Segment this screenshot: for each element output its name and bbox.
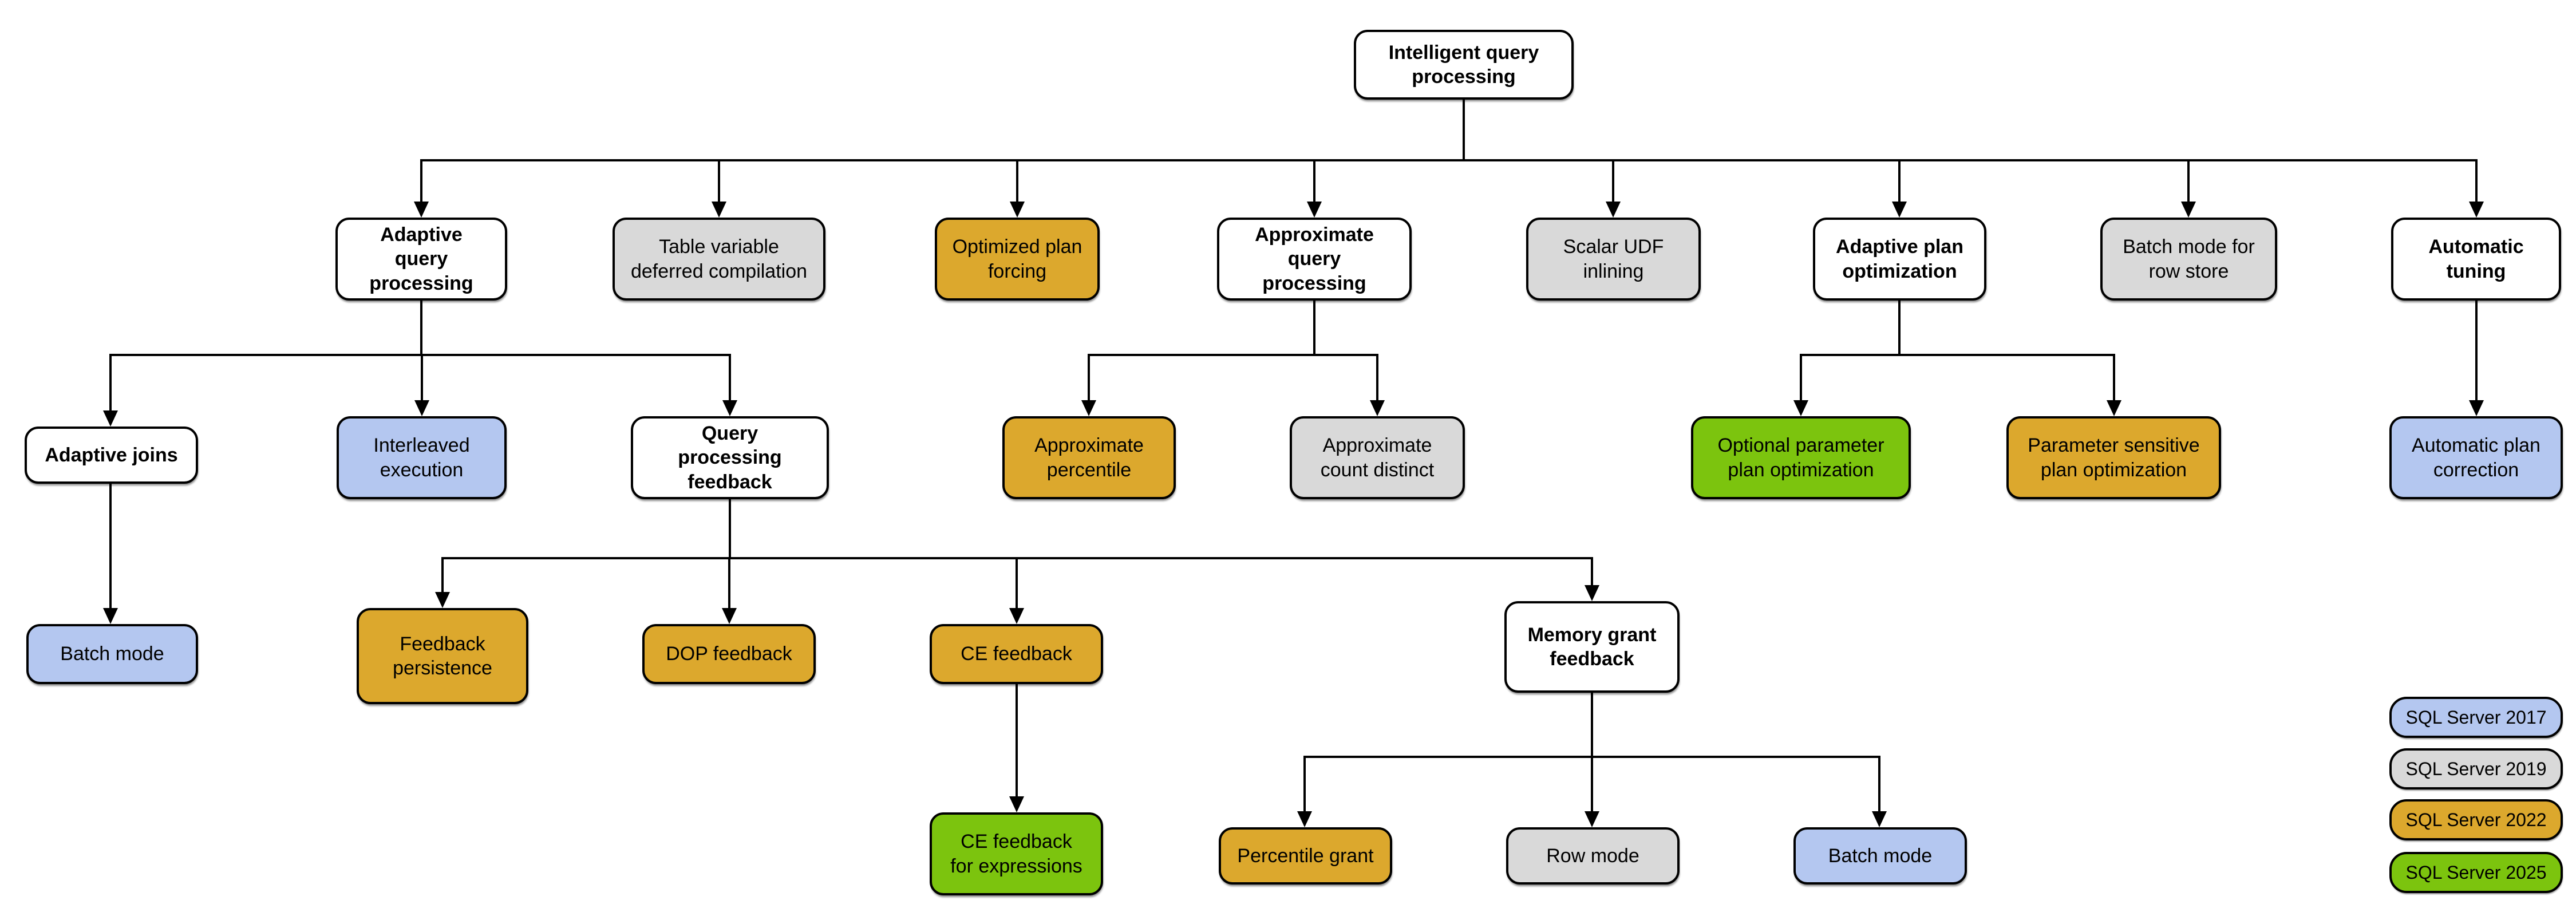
connector-bus-approx <box>1088 354 1378 356</box>
arrow-down-icon <box>1892 202 1907 218</box>
connector-drop <box>1303 757 1306 815</box>
connector-root-stem <box>1463 100 1465 160</box>
node-adaptive-query-processing: Adaptive query processing <box>335 218 507 301</box>
node-optimized-plan-forcing: Optimized plan forcing <box>935 218 1100 301</box>
arrow-down-icon <box>1585 811 1599 827</box>
arrow-down-icon <box>712 202 726 218</box>
connector-drop <box>441 558 444 595</box>
connector-drop <box>109 484 112 611</box>
arrow-down-icon <box>1606 202 1621 218</box>
legend-item-sql-server-2017: SQL Server 2017 <box>2389 697 2563 738</box>
connector-drop <box>718 160 720 205</box>
legend-item-sql-server-2022: SQL Server 2022 <box>2389 799 2563 840</box>
arrow-down-icon <box>1081 400 1096 416</box>
connector-drop <box>1878 757 1880 815</box>
arrow-down-icon <box>103 410 118 427</box>
arrow-down-icon <box>722 608 737 624</box>
node-batch-mode-memory-grant: Batch mode <box>1793 827 1967 885</box>
node-adaptive-plan-optimization: Adaptive plan optimization <box>1813 218 1986 301</box>
connector-bus-aqp <box>109 354 731 356</box>
connector-drop <box>1591 558 1593 589</box>
arrow-down-icon <box>435 592 450 608</box>
arrow-down-icon <box>103 608 118 624</box>
node-ce-feedback-for-expressions: CE feedback for expressions <box>930 812 1103 895</box>
connector-drop <box>421 355 423 404</box>
node-scalar-udf-inlining: Scalar UDF inlining <box>1526 218 1701 301</box>
node-memory-grant-feedback: Memory grant feedback <box>1504 601 1680 693</box>
arrow-down-icon <box>1585 585 1599 601</box>
arrow-down-icon <box>1307 202 1322 218</box>
connector-drop <box>2113 355 2115 404</box>
node-query-processing-feedback: Query processing feedback <box>631 416 829 499</box>
arrow-down-icon <box>1793 400 1808 416</box>
node-automatic-plan-correction: Automatic plan correction <box>2389 416 2563 499</box>
connector-bus-level2 <box>420 159 2478 161</box>
connector-drop <box>1612 160 1614 205</box>
connector-drop <box>1898 160 1901 205</box>
connector-stem <box>1898 301 1901 355</box>
node-batch-mode-for-row-store: Batch mode for row store <box>2100 218 2277 301</box>
node-feedback-persistence: Feedback persistence <box>357 608 528 704</box>
connector-drop <box>2187 160 2190 205</box>
arrow-down-icon <box>1009 796 1024 812</box>
connector-drop <box>1376 355 1378 404</box>
connector-drop <box>728 558 730 611</box>
node-parameter-sensitive-plan-optimization: Parameter sensitive plan optimization <box>2006 416 2221 499</box>
arrow-down-icon <box>1297 811 1312 827</box>
arrow-down-icon <box>414 202 429 218</box>
connector-drop <box>729 355 731 404</box>
connector-drop <box>1016 684 1018 800</box>
legend-item-sql-server-2019: SQL Server 2019 <box>2389 748 2563 789</box>
arrow-down-icon <box>414 400 429 416</box>
connector-stem <box>1591 693 1593 757</box>
connector-drop <box>1016 558 1018 611</box>
arrow-down-icon <box>1872 811 1887 827</box>
arrow-down-icon <box>2469 202 2484 218</box>
arrow-down-icon <box>2181 202 2196 218</box>
connector-stem <box>420 301 422 355</box>
node-table-variable-deferred-compilation: Table variable deferred compilation <box>613 218 825 301</box>
arrow-down-icon <box>2469 400 2484 416</box>
arrow-down-icon <box>1370 400 1385 416</box>
node-row-mode: Row mode <box>1506 827 1680 885</box>
node-optional-parameter-plan-optimization: Optional parameter plan optimization <box>1691 416 1911 499</box>
arrow-down-icon <box>2107 400 2121 416</box>
node-batch-mode-adaptive-joins: Batch mode <box>26 624 198 684</box>
node-adaptive-joins: Adaptive joins <box>25 427 198 484</box>
connector-drop <box>1313 160 1315 205</box>
connector-drop <box>420 160 422 205</box>
node-interleaved-execution: Interleaved execution <box>337 416 507 499</box>
connector-drop <box>2475 160 2478 205</box>
connector-drop <box>1016 160 1018 205</box>
node-percentile-grant: Percentile grant <box>1219 827 1392 885</box>
arrow-down-icon <box>1010 202 1025 218</box>
legend-item-sql-server-2025: SQL Server 2025 <box>2389 852 2563 893</box>
connector-drop <box>109 355 112 414</box>
node-ce-feedback: CE feedback <box>930 624 1103 684</box>
connector-drop <box>2475 301 2478 404</box>
node-intelligent-query-processing: Intelligent query processing <box>1354 30 1574 100</box>
node-dop-feedback: DOP feedback <box>642 624 816 684</box>
node-approximate-query-processing: Approximate query processing <box>1217 218 1412 301</box>
connector-drop <box>1088 355 1090 404</box>
connector-drop <box>1800 355 1802 404</box>
arrow-down-icon <box>1009 608 1024 624</box>
node-automatic-tuning: Automatic tuning <box>2391 218 2561 301</box>
node-approximate-percentile: Approximate percentile <box>1002 416 1176 499</box>
arrow-down-icon <box>722 400 737 416</box>
node-approximate-count-distinct: Approximate count distinct <box>1290 416 1465 499</box>
connector-drop <box>1591 757 1593 815</box>
connector-stem <box>1313 301 1315 355</box>
connector-stem <box>729 499 731 558</box>
connector-bus-apo <box>1800 354 2115 356</box>
